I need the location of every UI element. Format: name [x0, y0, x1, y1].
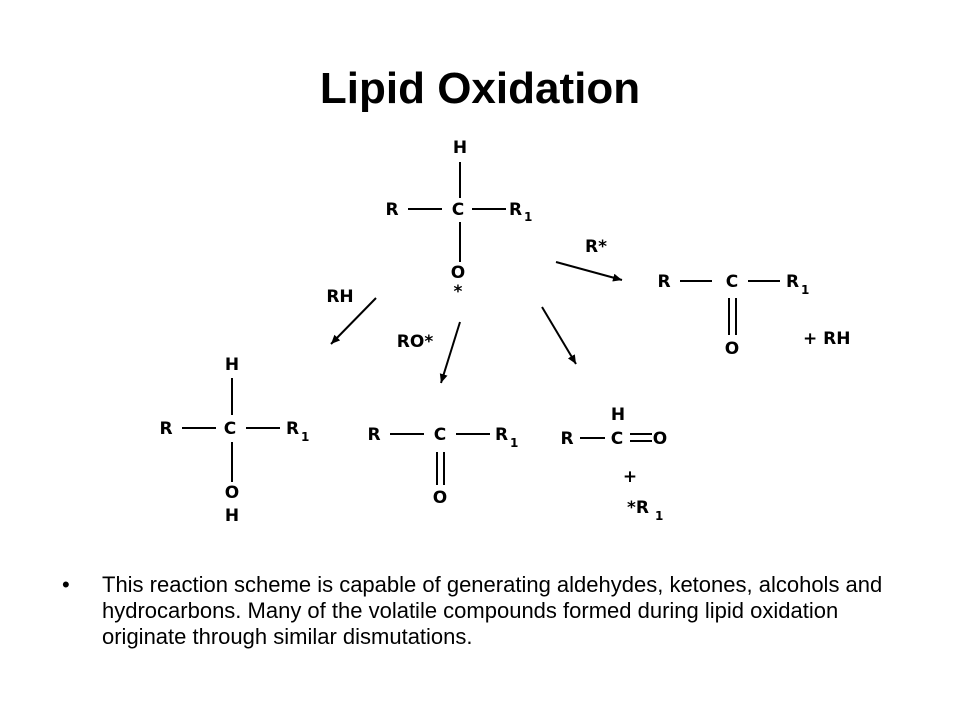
- alcohol-structure: H R C R 1 O H: [159, 355, 309, 526]
- atom-c: C: [726, 272, 738, 292]
- atom-r: R: [385, 200, 398, 220]
- atom-r1: R: [495, 425, 508, 445]
- atom-h: H: [453, 138, 467, 158]
- atom-r1-subscript: 1: [524, 210, 532, 224]
- plus-rh: + RH: [803, 329, 850, 349]
- aldehyde-structure: H R C O: [560, 405, 667, 449]
- label-ro-star: RO*: [397, 332, 434, 352]
- slide-title: Lipid Oxidation: [319, 64, 641, 113]
- atom-o: O: [451, 263, 465, 283]
- bullet-point: • This reaction scheme is capable of gen…: [62, 572, 922, 650]
- atom-o: O: [433, 488, 447, 508]
- atom-r: R: [657, 272, 670, 292]
- reaction-scheme-diagram: H R C R 1 O * RH RO* R* R C R 1 O + RH H…: [159, 138, 850, 526]
- atom-r1-subscript: 1: [510, 436, 518, 450]
- atom-h: H: [611, 405, 625, 425]
- star-r1-subscript: 1: [655, 509, 663, 523]
- atom-r1-subscript: 1: [801, 283, 809, 297]
- atom-c: C: [224, 419, 236, 439]
- atom-r: R: [367, 425, 380, 445]
- alkoxy-radical-structure: H R C R 1 O *: [385, 138, 532, 302]
- atom-o: O: [225, 483, 239, 503]
- atom-r: R: [159, 419, 172, 439]
- arrow-to-alcohol: [330, 297, 377, 345]
- atom-r1: R: [286, 419, 299, 439]
- plus-sign: +: [623, 467, 637, 487]
- atom-o: O: [725, 339, 739, 359]
- arrow-to-ketone: [439, 321, 461, 384]
- label-r-star: R*: [585, 237, 607, 257]
- ketone-structure-middle: R C R 1 O: [367, 425, 518, 508]
- atom-h: H: [225, 506, 239, 526]
- star-r1: *R: [627, 498, 649, 518]
- atom-o: O: [653, 429, 667, 449]
- atom-r: R: [560, 429, 573, 449]
- bullet-marker: •: [62, 572, 70, 597]
- atom-c: C: [611, 429, 623, 449]
- atom-c: C: [452, 200, 464, 220]
- atom-h: H: [225, 355, 239, 375]
- atom-c: C: [434, 425, 446, 445]
- atom-r1-subscript: 1: [301, 430, 309, 444]
- arrow-to-ketone-right: [555, 261, 623, 282]
- radical-star: *: [454, 282, 463, 302]
- bullet-text: This reaction scheme is capable of gener…: [102, 572, 883, 649]
- arrow-to-aldehyde: [541, 306, 577, 365]
- label-rh: RH: [326, 287, 353, 307]
- atom-r1: R: [786, 272, 799, 292]
- ketone-structure-right: R C R 1 O: [657, 272, 809, 359]
- atom-r1: R: [509, 200, 522, 220]
